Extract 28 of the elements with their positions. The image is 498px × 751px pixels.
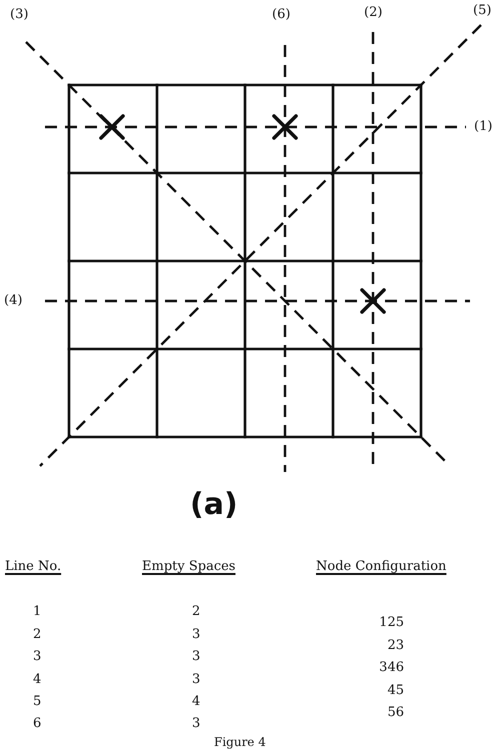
empty-space-count: 4 [192, 694, 200, 710]
column-heading: Node Configuration [316, 559, 446, 575]
line-number: 4 [33, 672, 42, 688]
column-heading: Empty Spaces [142, 559, 236, 575]
empty-space-count: 3 [192, 672, 200, 688]
line-number: 1 [33, 604, 42, 620]
figure-caption: Figure 4 [214, 734, 266, 750]
line-number: 3 [33, 649, 42, 665]
empty-space-count: 3 [192, 649, 200, 665]
line-number: 2 [33, 627, 42, 643]
node-configuration-value: 125 [379, 615, 404, 631]
empty-space-count: 3 [192, 627, 200, 643]
line-number: 5 [33, 694, 42, 710]
line-number-label: (1) [474, 119, 492, 135]
empty-space-count: 2 [192, 604, 200, 620]
node-configuration-value: 23 [387, 638, 404, 654]
line-number-label: (3) [10, 7, 28, 23]
line-number-label: (6) [272, 7, 290, 23]
node-configuration-value: 45 [387, 683, 404, 699]
line-number-label: (5) [473, 3, 492, 19]
line-number-label: (2) [364, 5, 382, 21]
line-number: 6 [33, 716, 42, 732]
node-configuration-value: 56 [387, 705, 404, 721]
column-heading: Line No. [5, 559, 62, 575]
empty-space-count: 3 [192, 716, 200, 732]
node-configuration-value: 346 [379, 660, 404, 676]
panel-label: (a) [190, 488, 238, 522]
line-number-label: (4) [4, 293, 22, 309]
